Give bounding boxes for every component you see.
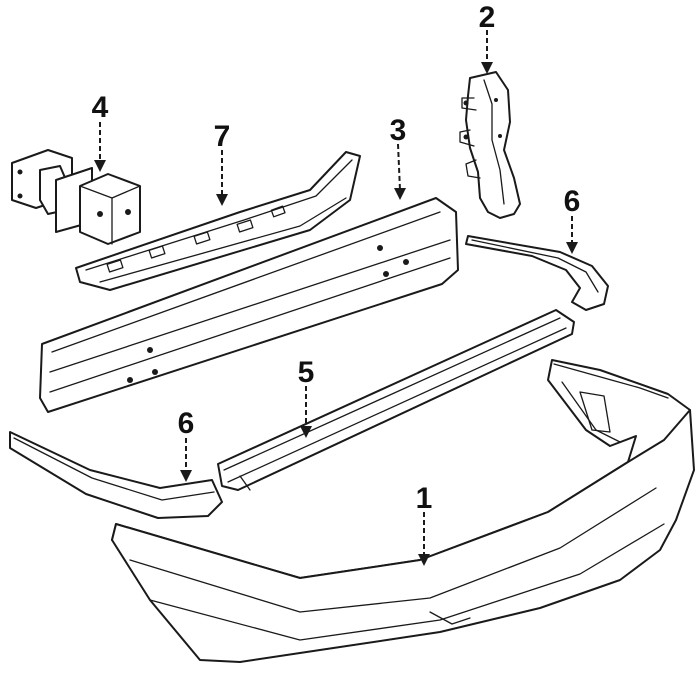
callout-label-5: 5 bbox=[298, 356, 315, 389]
part-bumper-cover-1 bbox=[111, 359, 695, 663]
leader-arrow-3 bbox=[394, 188, 406, 200]
leader-arrow-7 bbox=[216, 194, 228, 206]
callout-labels: 1 2 3 4 5 6 6 7 bbox=[92, 1, 581, 515]
callout-label-1: 1 bbox=[416, 482, 433, 515]
callout-label-7: 7 bbox=[214, 120, 231, 153]
callout-label-4: 4 bbox=[92, 91, 109, 124]
part-molding-6-right bbox=[465, 235, 609, 311]
callout-leader-lines bbox=[94, 30, 578, 566]
part-reinforcement-7 bbox=[75, 151, 361, 291]
part-side-bracket-2 bbox=[459, 71, 521, 219]
part-molding-5 bbox=[217, 309, 575, 491]
callout-label-6-left: 6 bbox=[178, 407, 195, 440]
callout-label-6-right: 6 bbox=[564, 185, 581, 218]
leader-arrow-6-right bbox=[566, 242, 578, 254]
callout-label-2: 2 bbox=[479, 1, 496, 34]
part-bracket-4 bbox=[11, 149, 141, 245]
leader-arrow-4 bbox=[94, 160, 106, 172]
part-molding-6-left bbox=[9, 431, 223, 519]
leader-line-3 bbox=[397, 143, 401, 191]
leader-arrow-5 bbox=[300, 426, 312, 438]
leader-arrow-1 bbox=[418, 554, 430, 566]
part-impact-bar-3 bbox=[39, 197, 459, 413]
callout-label-3: 3 bbox=[390, 114, 407, 147]
leader-arrow-6-left bbox=[180, 470, 192, 482]
leader-arrow-2 bbox=[481, 62, 493, 74]
